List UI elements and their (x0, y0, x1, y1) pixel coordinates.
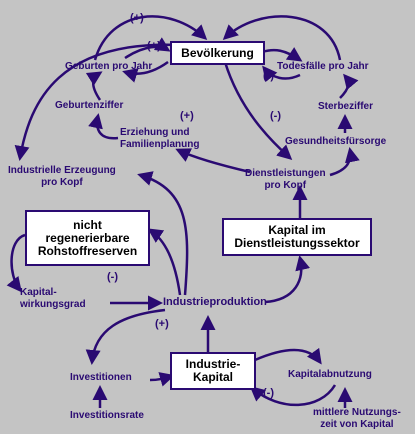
arrow-population-to-services (223, 61, 293, 161)
label-industrial-output-per-capita: Industrielle Erzeugung pro Kopf (8, 165, 116, 188)
label-investment-rate: Investitionsrate (70, 410, 144, 421)
arrow-indoutput-to-percapita (137, 171, 189, 296)
sign-health: (-) (270, 110, 281, 122)
label-investment: Investitionen (70, 372, 132, 383)
sign-births-outer: (+) (130, 12, 144, 24)
service-capital-text: Kapital im Dienstleistungssektor (234, 223, 360, 250)
box-population: Bevölkerung (170, 41, 265, 65)
arrow-indoutput-to-resources (147, 228, 182, 296)
box-industrial-capital: Industrie- Kapital (170, 352, 256, 390)
arrow-services-to-education (175, 148, 251, 174)
label-average-lifetime: mittlere Nutzungs- zeit von Kapital (313, 407, 401, 430)
sign-education: (+) (180, 110, 194, 122)
sign-depreciation-loop: (-) (263, 387, 274, 399)
sign-investment-loop: (+) (155, 318, 169, 330)
arrow-education-to-birthrate (88, 113, 119, 140)
label-health-care: Gesundheitsfürsorge (285, 136, 387, 147)
label-depreciation: Kapitalabnutzung (288, 369, 372, 380)
label-death-rate: Sterbeziffer (318, 101, 374, 112)
label-education: Erziehung und Familienplanung (120, 127, 200, 150)
box-nonrenewable-resources: nicht regenerierbare Rohstoffreserven (25, 210, 150, 266)
arrow-investment-to-indcapital (149, 372, 175, 387)
sign-capital-efficiency: (-) (107, 271, 118, 283)
sign-births-inner: (+) (147, 40, 161, 52)
arrow-indcapital-to-depreciation (254, 347, 322, 365)
arrow-deaths-outer (222, 15, 342, 61)
label-capital-efficiency: Kapital- wirkungsgrad (20, 287, 86, 310)
label-birth-rate: Geburtenziffer (55, 100, 124, 111)
arrow-deathrate-to-deaths (339, 73, 359, 99)
population-text: Bevölkerung (181, 45, 254, 60)
resources-text: nicht regenerierbare Rohstoffreserven (37, 217, 138, 258)
arrow-indoutput-to-servicecap (264, 255, 310, 304)
industrial-capital-text: Industrie- Kapital (185, 357, 241, 384)
arrow-indoutput-to-investment (85, 308, 166, 365)
arrow-population-to-deaths (261, 47, 303, 62)
arrow-births-outer (93, 15, 208, 61)
sign-deaths: (-) (263, 70, 274, 82)
arrow-births-to-population (124, 37, 171, 60)
label-services-per-capita: Dienstleistungen pro Kopf (245, 168, 326, 191)
arrow-deaths-to-population (262, 65, 301, 83)
arrow-birthrate-to-births (85, 71, 103, 101)
arrow-resources-to-efficiency (6, 233, 26, 293)
arrow-population-to-births (122, 60, 169, 83)
arrow-population-to-indoutput (14, 43, 181, 161)
label-deaths-per-year: Todesfälle pro Jahr (277, 61, 369, 72)
arrow-services-to-health (329, 147, 360, 177)
arrow-depreciation-to-indcapital (249, 384, 337, 407)
label-industrial-output: Industrieproduktion (163, 296, 267, 308)
label-births-per-year: Geburten pro Jahr (65, 61, 153, 72)
box-service-capital: Kapital im Dienstleistungssektor (222, 218, 372, 256)
